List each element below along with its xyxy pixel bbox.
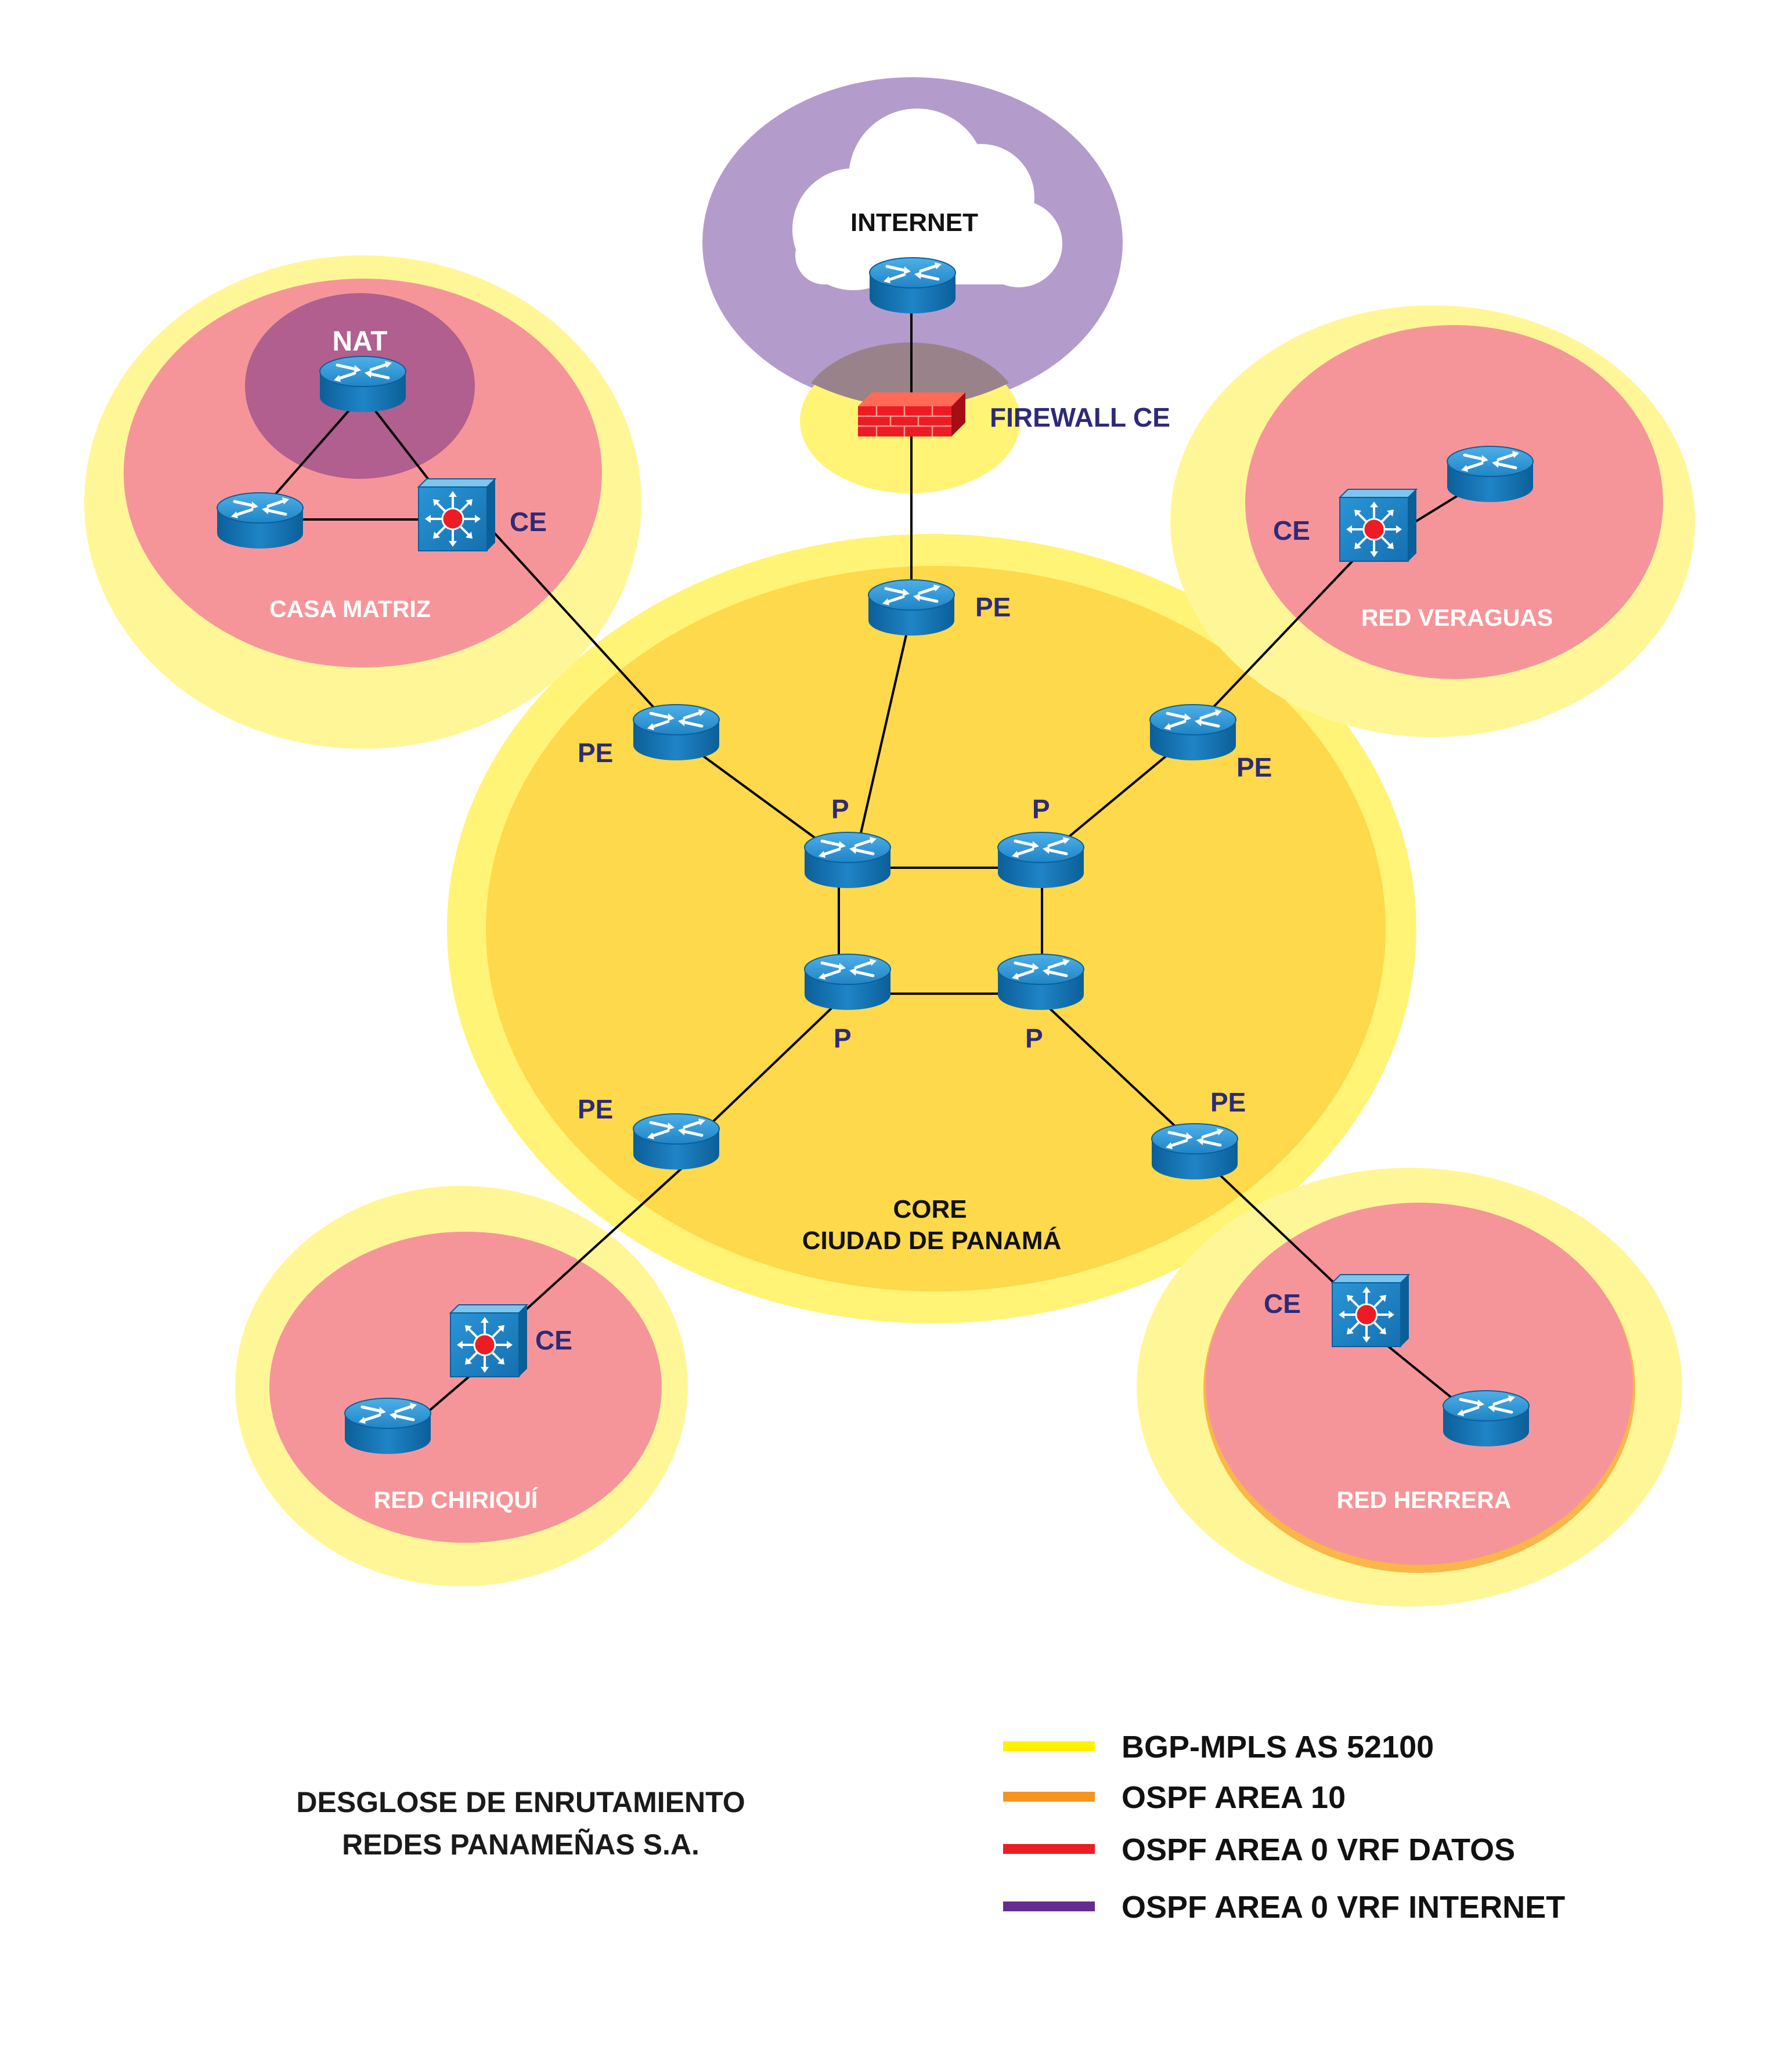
legend-label-ospf10: OSPF AREA 10 [1122,1780,1346,1815]
pe-right-top-label: PE [1236,752,1272,782]
veraguas-ce-switch-icon [1339,488,1418,562]
herrera-zone [1206,1203,1633,1565]
legend-item-bgp: BGP-MPLS AS 52100 [1003,1730,1434,1764]
p-bottom-right-label: P [1025,1023,1043,1053]
internet-cloud [792,109,1062,290]
legend-item-vrf-internet: OSPF AREA 0 VRF INTERNET [1003,1890,1565,1925]
pe-top-label: PE [975,592,1011,622]
p-top-left-router-icon [805,832,890,888]
firewall-icon [858,392,965,436]
chiriqui-zone [269,1232,662,1543]
veraguas-label: RED VERAGUAS [1361,604,1553,631]
legend-swatch-vrf-datos [1003,1844,1095,1854]
casa-matriz-ce-switch-icon [417,478,496,552]
legend-swatch-bgp [1003,1741,1095,1751]
internet-router-icon [870,258,956,313]
casa-matriz-label: CASA MATRIZ [269,596,431,622]
p-top-left-label: P [831,794,849,824]
pe-left-bottom-router-icon [633,1114,719,1170]
pe-left-top-router-icon [633,705,719,760]
p-bottom-right-router-icon [998,954,1084,1010]
core-label-line1: CORE [893,1195,967,1224]
herrera-ce-switch-icon [1331,1273,1410,1348]
legend-swatch-vrf-internet [1003,1901,1095,1911]
legend-label-bgp: BGP-MPLS AS 52100 [1122,1730,1434,1764]
pe-left-top-label: PE [578,738,613,768]
p-top-right-router-icon [998,832,1084,888]
legend-item-vrf-datos: OSPF AREA 0 VRF DATOS [1003,1832,1515,1867]
chiriqui-ce-label: CE [535,1325,572,1355]
diagram-title-line2: REDES PANAMEÑAS S.A. [342,1828,700,1861]
p-bottom-left-router-icon [805,954,890,1010]
diagram-title-line1: DESGLOSE DE ENRUTAMIENTO [296,1786,745,1818]
legend-item-ospf10: OSPF AREA 10 [1003,1780,1346,1815]
pe-top-router-icon [868,580,954,636]
veraguas-zone [1245,325,1663,679]
herrera-router-icon [1443,1391,1529,1446]
pe-left-bottom-label: PE [578,1094,613,1124]
chiriqui-router-icon [345,1398,431,1454]
core-label-line2: CIUDAD DE PANAMÁ [802,1226,1062,1255]
veraguas-router-icon [1447,446,1533,502]
veraguas-ce-label: CE [1273,515,1310,546]
p-bottom-left-label: P [834,1023,852,1053]
chiriqui-ce-switch-icon [449,1304,528,1378]
herrera-label: RED HERRERA [1337,1486,1512,1513]
casa-matriz-ce-label: CE [510,507,547,537]
legend-swatch-ospf10 [1003,1792,1095,1802]
firewall-overlap [811,342,1009,408]
p-top-right-label: P [1032,794,1050,824]
pe-right-bottom-label: PE [1210,1087,1246,1117]
herrera-ce-label: CE [1264,1289,1301,1319]
firewall-label: FIREWALL CE [990,402,1170,432]
pe-right-top-router-icon [1150,705,1236,760]
legend-label-vrf-datos: OSPF AREA 0 VRF DATOS [1122,1832,1515,1867]
pe-right-bottom-router-icon [1152,1124,1238,1179]
chiriqui-label: RED CHIRIQUÍ [374,1486,539,1513]
casa-matriz-router-icon [217,493,303,549]
legend: BGP-MPLS AS 52100 OSPF AREA 10 OSPF AREA… [1003,1730,1565,1925]
nat-router-icon [320,356,406,412]
nat-label: NAT [332,326,387,357]
legend-label-vrf-internet: OSPF AREA 0 VRF INTERNET [1122,1890,1565,1925]
internet-label: INTERNET [850,208,978,237]
